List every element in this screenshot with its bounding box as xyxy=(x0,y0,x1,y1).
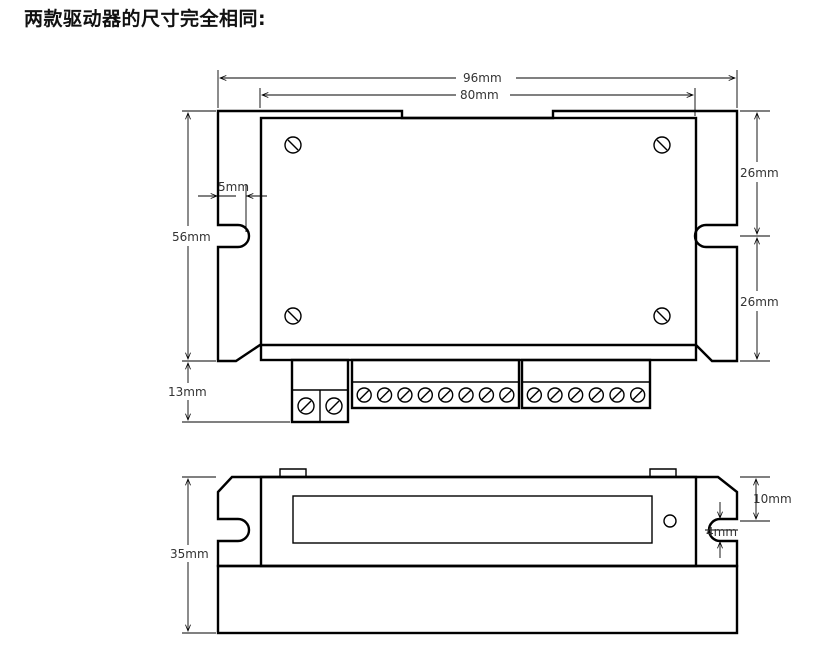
terminal-block-b xyxy=(520,358,652,410)
display-window xyxy=(292,495,653,544)
terminal-screw-icon xyxy=(499,387,515,403)
dim-label: 26mm xyxy=(740,166,779,180)
dim-4mm: 4mm xyxy=(705,502,738,558)
dim-13mm: 13mm xyxy=(168,363,290,423)
terminal-screw-icon xyxy=(609,387,625,403)
terminal-screw-icon xyxy=(437,387,454,403)
terminal-screw-icon xyxy=(567,387,584,403)
dim-label: 26mm xyxy=(740,295,779,309)
dim-96mm: 96mm xyxy=(217,70,738,108)
side-view-base xyxy=(216,564,739,635)
dim-label: 5mm xyxy=(218,180,249,194)
screw-icon xyxy=(284,307,302,325)
dim-label: 13mm xyxy=(168,385,207,399)
side-view-flange-outline xyxy=(216,475,739,568)
terminal-screw-icon xyxy=(478,387,495,403)
terminal-screw-icon xyxy=(526,387,543,403)
side-view-tab xyxy=(649,468,677,477)
dim-10mm: 10mm xyxy=(740,476,792,522)
led-icon xyxy=(663,514,677,528)
dim-80mm: 80mm xyxy=(259,88,696,116)
dim-5mm: 5mm xyxy=(198,180,267,232)
dim-26mm-lower: 26mm xyxy=(740,238,779,362)
terminal-screw-icon xyxy=(376,387,393,403)
terminal-screw-icon xyxy=(417,387,434,403)
side-view: 35mm 10mm 4mm xyxy=(170,468,792,635)
terminal-screw-icon xyxy=(629,387,646,403)
terminal-screw-icon xyxy=(547,387,563,403)
dim-label: 10mm xyxy=(753,492,792,506)
screw-icon xyxy=(653,307,671,325)
terminal-screw-icon xyxy=(356,387,372,403)
dim-35mm: 35mm xyxy=(170,476,216,634)
top-view: 96mm 80mm 56mm 5mm xyxy=(168,70,779,424)
terminal-screw-icon xyxy=(458,387,474,403)
side-view-upper-body xyxy=(259,475,698,568)
screw-icon xyxy=(653,136,671,154)
dim-label: 96mm xyxy=(463,71,502,85)
dim-label: 56mm xyxy=(172,230,211,244)
page-title: 两款驱动器的尺寸完全相同: xyxy=(24,8,267,30)
dim-26mm-upper: 26mm xyxy=(740,110,779,237)
dim-56mm: 56mm xyxy=(172,110,216,362)
top-view-flange-outline xyxy=(216,109,739,363)
screw-icon xyxy=(284,136,302,154)
dim-label: 4mm xyxy=(706,525,737,539)
power-terminal-block xyxy=(290,358,350,424)
terminal-block-a xyxy=(350,358,521,410)
terminal-screw-icon xyxy=(397,387,413,403)
top-view-body xyxy=(259,116,698,362)
dim-label: 35mm xyxy=(170,547,209,561)
terminal-screw-icon xyxy=(588,387,605,403)
dim-label: 80mm xyxy=(460,88,499,102)
side-view-tab xyxy=(279,468,307,477)
